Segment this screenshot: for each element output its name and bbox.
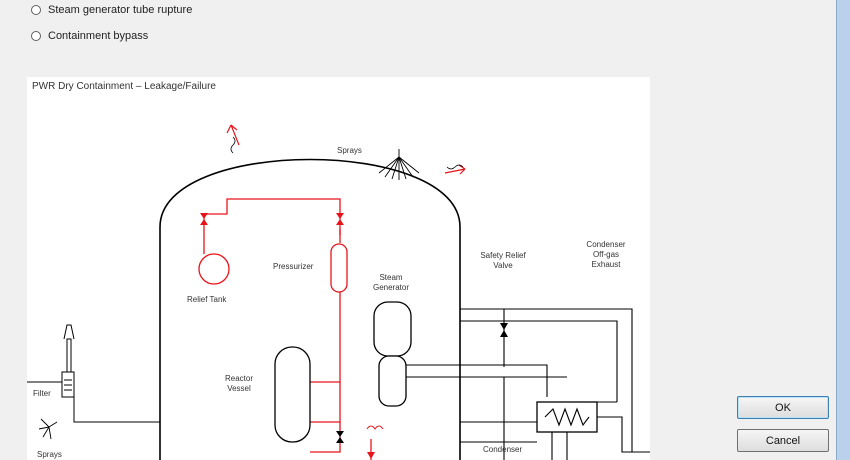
label-relief-tank: Relief Tank: [187, 295, 227, 304]
label-reactor-vessel: Reactor Vessel: [224, 374, 253, 393]
label-sprays-bottom: Sprays: [37, 450, 62, 459]
window-frame-right: [836, 0, 850, 460]
option-label: Containment bypass: [48, 30, 149, 42]
label-filter: Filter: [33, 389, 51, 398]
radio-button[interactable]: [31, 5, 41, 15]
option-label: Steam generator tube rupture: [48, 4, 193, 16]
pwr-diagram: PWR Dry Containment – Leakage/Failure: [27, 77, 650, 460]
option-containment-bypass[interactable]: Containment bypass: [31, 30, 148, 42]
label-steam-generator: Steam Generator: [372, 273, 410, 292]
diagram-title: PWR Dry Containment – Leakage/Failure: [32, 81, 216, 92]
radio-button[interactable]: [31, 31, 41, 41]
diagram-drawing: [27, 124, 650, 460]
cancel-button[interactable]: Cancel: [737, 429, 829, 452]
ok-button[interactable]: OK: [737, 396, 829, 419]
label-condenser-offgas-exhaust: Condenser Off-gas Exhaust: [586, 240, 626, 269]
option-steam-generator-tube-rupture[interactable]: Steam generator tube rupture: [31, 4, 192, 16]
label-pressurizer: Pressurizer: [273, 262, 314, 271]
label-sprays-top: Sprays: [337, 146, 362, 155]
label-condenser: Condenser: [483, 445, 523, 454]
label-safety-relief-valve: Safety Relief Valve: [480, 251, 526, 270]
